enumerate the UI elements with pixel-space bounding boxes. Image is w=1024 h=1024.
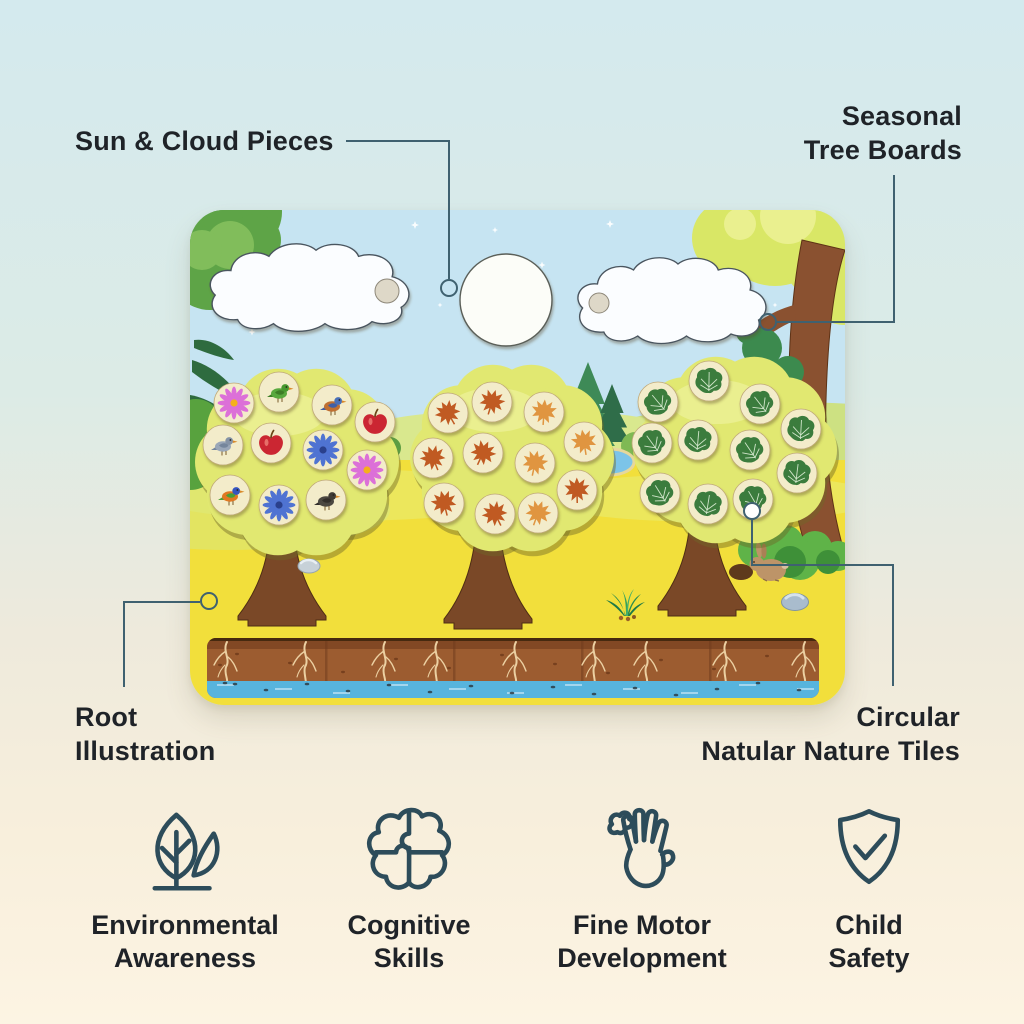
brain-puzzle-icon <box>366 807 452 890</box>
nature-tile-maple-red <box>471 381 513 423</box>
callout-text: Illustration <box>75 736 216 766</box>
nature-tile-maple-red <box>462 432 504 474</box>
nature-tile-leaf-green <box>637 381 679 423</box>
nature-tile-leaf-green <box>732 478 774 520</box>
hand-icon <box>607 807 676 889</box>
seasonal-tree-spring <box>195 368 401 627</box>
shield-check-icon <box>837 809 901 885</box>
nature-tile-maple-orange <box>514 442 556 484</box>
feature-label: Cognitive Skills <box>347 910 471 973</box>
nature-tile-leaf-green <box>729 429 771 471</box>
nature-tile-maple-red <box>556 469 598 511</box>
nature-tile-maple-red <box>423 482 465 524</box>
feature-child-safety: Child Safety <box>749 802 989 975</box>
burrow <box>729 564 753 580</box>
nature-tile-bird-green <box>258 371 300 413</box>
callout-nature-tiles-label: Circular Natular Nature Tiles <box>701 700 960 768</box>
callout-line-root <box>123 601 200 687</box>
nature-tile-apple <box>250 422 292 464</box>
feature-fine-motor-development: Fine Motor Development <box>522 802 762 975</box>
leaf-icon <box>152 812 220 891</box>
nature-tile-maple-orange <box>523 391 565 433</box>
nature-tile-leaf-green <box>780 408 822 450</box>
nature-tile-leaf-green <box>688 360 730 402</box>
nature-tile-maple-red <box>412 437 454 479</box>
seasonal-tree-autumn <box>410 364 616 630</box>
puzzle-board <box>190 210 845 705</box>
callout-root-label: Root Illustration <box>75 700 215 768</box>
grass-tuft <box>606 589 645 622</box>
nature-tile-leaf-green <box>631 422 673 464</box>
cloud-peg-hole <box>588 292 610 314</box>
callout-text: Sun & Cloud Pieces <box>75 126 334 156</box>
nature-tile-maple-orange <box>517 492 559 534</box>
cloud-piece-left <box>209 243 410 332</box>
feature-label: Environmental Awareness <box>91 910 279 973</box>
feature-label: Child Safety <box>828 910 910 973</box>
sun-piece <box>459 253 553 347</box>
nature-tile-bird-gray <box>202 424 244 466</box>
nature-tile-maple-red <box>474 493 516 535</box>
nature-tile-leaf-green <box>687 483 729 525</box>
board-illustration <box>190 210 845 705</box>
feature-label: Fine Motor Development <box>557 910 727 973</box>
nature-tile-bird-black <box>305 479 347 521</box>
nature-tile-leaf-green <box>739 383 781 425</box>
callout-text: Seasonal <box>841 101 962 131</box>
features-row: Environmental Awareness Cognitive Skills <box>0 802 1024 1002</box>
nature-tile-flower-pink <box>346 449 388 491</box>
callout-text: Natular Nature Tiles <box>701 736 960 766</box>
nature-tile-maple-orange <box>563 421 605 463</box>
nature-tile-flower-blue <box>258 484 300 526</box>
nature-tile-bird-rainbow <box>209 474 251 516</box>
callout-text: Circular <box>856 702 960 732</box>
callout-seasonal-boards-label: Seasonal Tree Boards <box>804 99 962 167</box>
callout-text: Tree Boards <box>803 135 962 165</box>
callout-text: Root <box>75 702 138 732</box>
rock <box>781 593 809 611</box>
nature-tile-flower-pink <box>213 382 255 424</box>
feature-cognitive-skills: Cognitive Skills <box>289 802 529 975</box>
nature-tile-bird-blue <box>311 384 353 426</box>
root-illustration-strip <box>207 638 819 698</box>
callout-sun-cloud-label: Sun & Cloud Pieces <box>75 124 334 158</box>
nature-tile-leaf-green <box>677 419 719 461</box>
cloud-piece-right <box>577 257 767 345</box>
nature-tile-leaf-green <box>776 452 818 494</box>
nature-tile-leaf-green <box>639 472 681 514</box>
feature-environmental-awareness: Environmental Awareness <box>65 802 305 975</box>
nature-tile-apple <box>354 401 396 443</box>
rock <box>297 558 321 574</box>
nature-tile-flower-blue <box>302 429 344 471</box>
nature-tile-maple-red <box>427 392 469 434</box>
cloud-peg-hole <box>374 278 400 304</box>
